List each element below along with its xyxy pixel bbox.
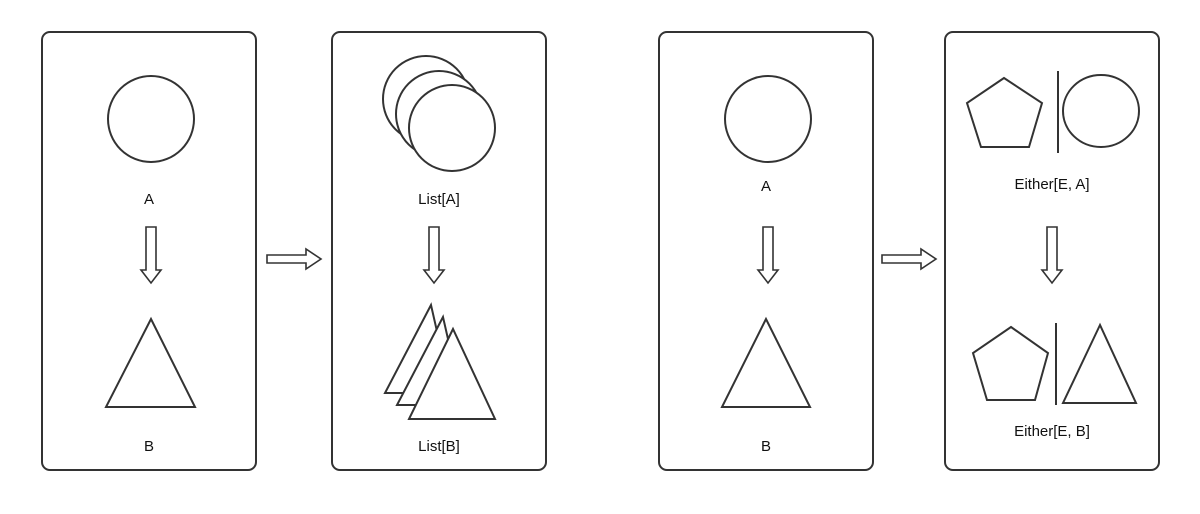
panel-plain-function: A B [41,31,257,471]
panel-plain-function-2: A B [658,31,874,471]
pentagon-e-icon [965,76,1044,148]
right-arrow-icon [881,247,938,271]
circle-a-icon [724,75,812,163]
right-arrow-icon [266,247,323,271]
label-either-a: Either[E, A] [1014,176,1090,193]
down-arrow-icon [422,226,446,285]
ellipse-a-icon [1062,74,1140,148]
panel-either-functor: Either[E, A] Either[E, B] [944,31,1160,471]
divider-line-icon [1055,323,1057,405]
triangle-b-icon [720,316,812,408]
down-arrow-icon [139,226,163,285]
divider-line-icon [1057,71,1059,153]
circle-a-icon [107,75,195,163]
triangle-b-icon [1061,322,1138,404]
label-list-b: List[B] [418,438,460,455]
label-a: A [143,191,154,208]
stacked-circles-icon [382,55,496,172]
panel-list-functor: List[A] List[B] [331,31,547,471]
label-a: A [760,178,771,195]
pentagon-e-icon [971,325,1050,401]
label-either-b: Either[E, B] [1014,423,1090,440]
label-b: B [143,438,154,455]
down-arrow-icon [756,226,780,285]
label-b: B [760,438,771,455]
down-arrow-icon [1040,226,1064,285]
label-list-a: List[A] [418,191,460,208]
triangle-b-icon [104,316,197,408]
stacked-triangles-icon [383,302,497,420]
